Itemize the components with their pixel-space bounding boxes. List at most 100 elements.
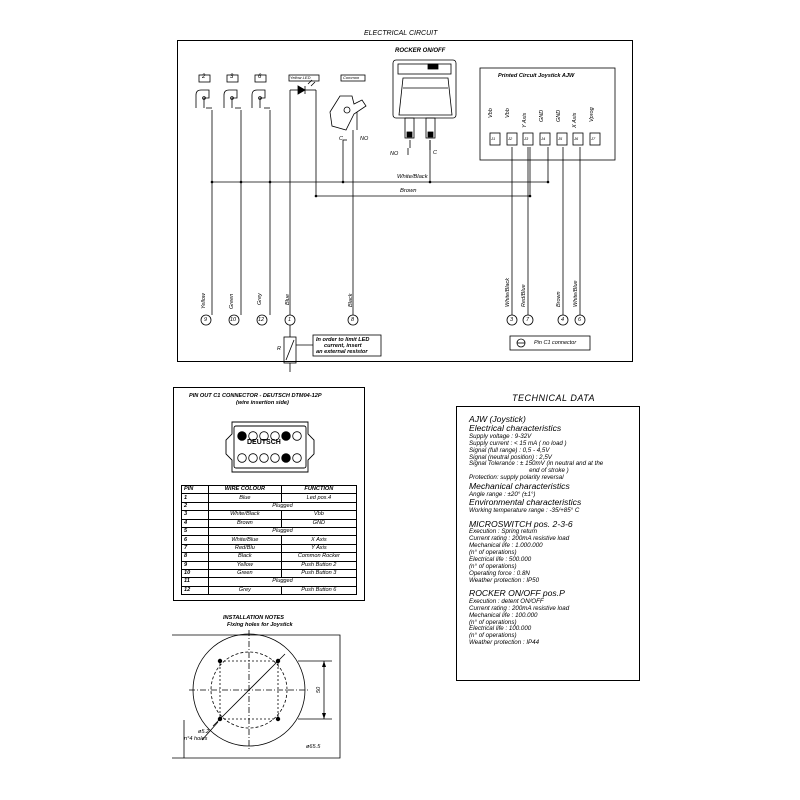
pcb-pin-label: GND <box>539 109 545 122</box>
tech-line: Signal Tolerance : ± 150mV (in neutral a… <box>469 460 604 468</box>
table-cell: 1 <box>181 493 209 503</box>
deutsch-connector-icon <box>225 421 315 473</box>
column-header: FUNCTION <box>280 484 358 495</box>
hole-dimension: ø5.2 <box>198 729 210 735</box>
switch-c-label: C <box>339 136 343 142</box>
table-cell: Plugged <box>208 526 357 537</box>
tech-line: Electrical life : 500.000 <box>469 555 532 563</box>
table-cell: X Axis <box>280 535 358 545</box>
installation-subtitle: Fixing holes for Joystick <box>227 622 293 628</box>
pcb-pin-id: J4 <box>541 136 546 141</box>
pin-number: 10 <box>230 317 237 323</box>
button-3-label: 3 <box>230 74 234 80</box>
circuit-title: ELECTRICAL CIRCUIT <box>364 30 438 37</box>
pcb-pin-id: J7 <box>591 136 596 141</box>
tech-line: Mechanical life : 1.000.000 <box>469 542 543 549</box>
tech-line: Signal (full range) : 0,5 - 4,5V <box>469 446 550 454</box>
pcb-title: Printed Circuit Joystick AJW <box>498 73 575 79</box>
rocker-c-label: C <box>433 150 437 156</box>
tech-line: Operating force : 0.8N <box>469 569 530 577</box>
tech-line: Current rating : 200mA resistive load <box>469 535 570 543</box>
table-cell: Blue <box>208 493 282 503</box>
pinout-subtitle: (wire insertion side) <box>236 400 289 406</box>
table-cell: 10 <box>181 568 209 579</box>
bus-white-black: White/Black <box>397 174 428 180</box>
tech-line: Mechanical life : 100.000 <box>469 611 538 619</box>
table-cell: 11 <box>181 577 209 587</box>
pin-number: 7 <box>526 317 530 323</box>
table-cell: Push Button 6 <box>280 585 358 596</box>
wire-label-yellow: Yellow <box>201 293 207 309</box>
table-cell: 8 <box>181 552 209 562</box>
button-2-label: 2 <box>202 74 206 80</box>
tech-line: Execution : Spring return <box>469 528 538 536</box>
rocker-title: ROCKER ON/OFF <box>395 48 446 54</box>
table-cell: Push Button 2 <box>280 560 358 570</box>
led-icon <box>288 74 320 95</box>
wire-label-brown: Brown <box>556 291 562 307</box>
tech-line: Electrical life : 100.000 <box>469 625 532 633</box>
table-cell: 5 <box>181 526 209 537</box>
table-cell: 3 <box>181 510 209 520</box>
table-cell: Red/Blu <box>208 543 282 554</box>
table-cell: Brown <box>208 518 282 528</box>
resistor-icon <box>283 334 382 364</box>
column-header: PIN <box>181 484 209 495</box>
table-cell: Grey <box>208 585 282 596</box>
wire-label-green: Green <box>229 293 235 309</box>
c1-legend: Pin C1 connector <box>534 340 577 346</box>
table-cell: Green <box>208 568 282 579</box>
pcb-pin-label: Vbb <box>505 108 511 118</box>
rocker-switch-icon <box>392 59 457 150</box>
pin-number: 4 <box>561 317 565 323</box>
table-cell: White/Blue <box>208 535 282 545</box>
pcb-pin-id: J6 <box>574 136 579 141</box>
circuit-panel <box>177 40 633 362</box>
connector-label: DEUTSCH <box>247 439 281 446</box>
resistor-note-1: In order to limit LED <box>316 337 370 343</box>
pcb-pin-id: J2 <box>508 136 513 141</box>
pin-number: 1 <box>288 317 292 323</box>
side-dimension: 50 <box>316 686 322 693</box>
wire-label-black: Black <box>348 293 354 307</box>
table-cell: Push Button 3 <box>280 568 358 579</box>
table-cell: Vbb <box>280 510 358 520</box>
resistor-label: R <box>277 346 281 352</box>
table-cell: GND <box>280 518 358 528</box>
wire-label-white-blue: White/Blue <box>573 280 579 307</box>
tech-line: Execution : detent ON/OFF <box>469 597 544 605</box>
tech-line: Supply voltage : 9-32V <box>469 432 532 440</box>
button-6-label: 6 <box>258 74 262 80</box>
tech-line: Signal (neutral position) : 2,5V <box>469 453 552 461</box>
table-cell: Common Rocker <box>280 552 358 562</box>
column-header: WIRE COLOUR <box>208 484 282 495</box>
table-cell: 2 <box>181 501 209 512</box>
tech-heading: Environmental characteristics <box>469 497 582 508</box>
tech-heading: Mechanical characteristics <box>469 481 570 492</box>
diameter-label: ø65.5 <box>306 744 321 750</box>
table-cell: Plugged <box>208 501 357 512</box>
tech-line: Weather protection : IP50 <box>469 576 540 584</box>
tech-heading: ROCKER ON/OFF pos.P <box>469 588 565 599</box>
tech-line: Angle range : ±20° (±1°) <box>469 490 536 498</box>
installation-drawing <box>172 630 341 759</box>
pin-number: 9 <box>204 317 208 323</box>
pin-number: 6 <box>578 317 582 323</box>
tech-line: (n° of operations) <box>469 618 517 626</box>
pcb-pin-label: Vbb <box>488 108 494 118</box>
hole-count: n°4 holes <box>184 736 208 742</box>
technical-panel <box>456 406 640 681</box>
rocker-no-label: NO <box>390 151 399 157</box>
pcb-pin-label: X Axis <box>572 112 578 128</box>
